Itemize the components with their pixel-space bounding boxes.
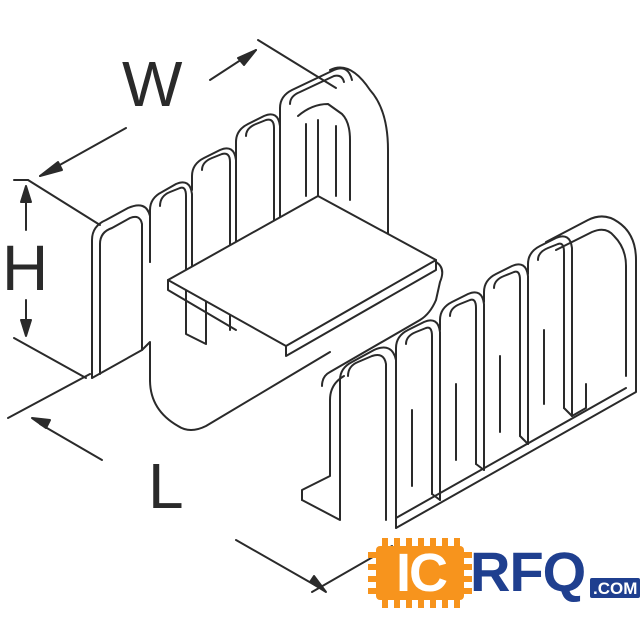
length-dimension-label: L (148, 450, 184, 522)
width-dimension-label: W (122, 48, 183, 120)
dimension-w (27, 39, 337, 226)
dimension-l (7, 373, 393, 593)
logo-ic-text: IC (396, 543, 448, 603)
top-plate (167, 195, 444, 387)
logo-rfq-text: RFQ (470, 540, 586, 603)
height-dimension-label: H (2, 232, 49, 304)
brand-logo-chip (368, 538, 472, 608)
watermark-logo: IC RFQ .COM (364, 536, 640, 606)
right-fin-block (301, 215, 637, 529)
logo-com-text: .COM (590, 578, 640, 598)
dimension-h (13, 179, 87, 379)
